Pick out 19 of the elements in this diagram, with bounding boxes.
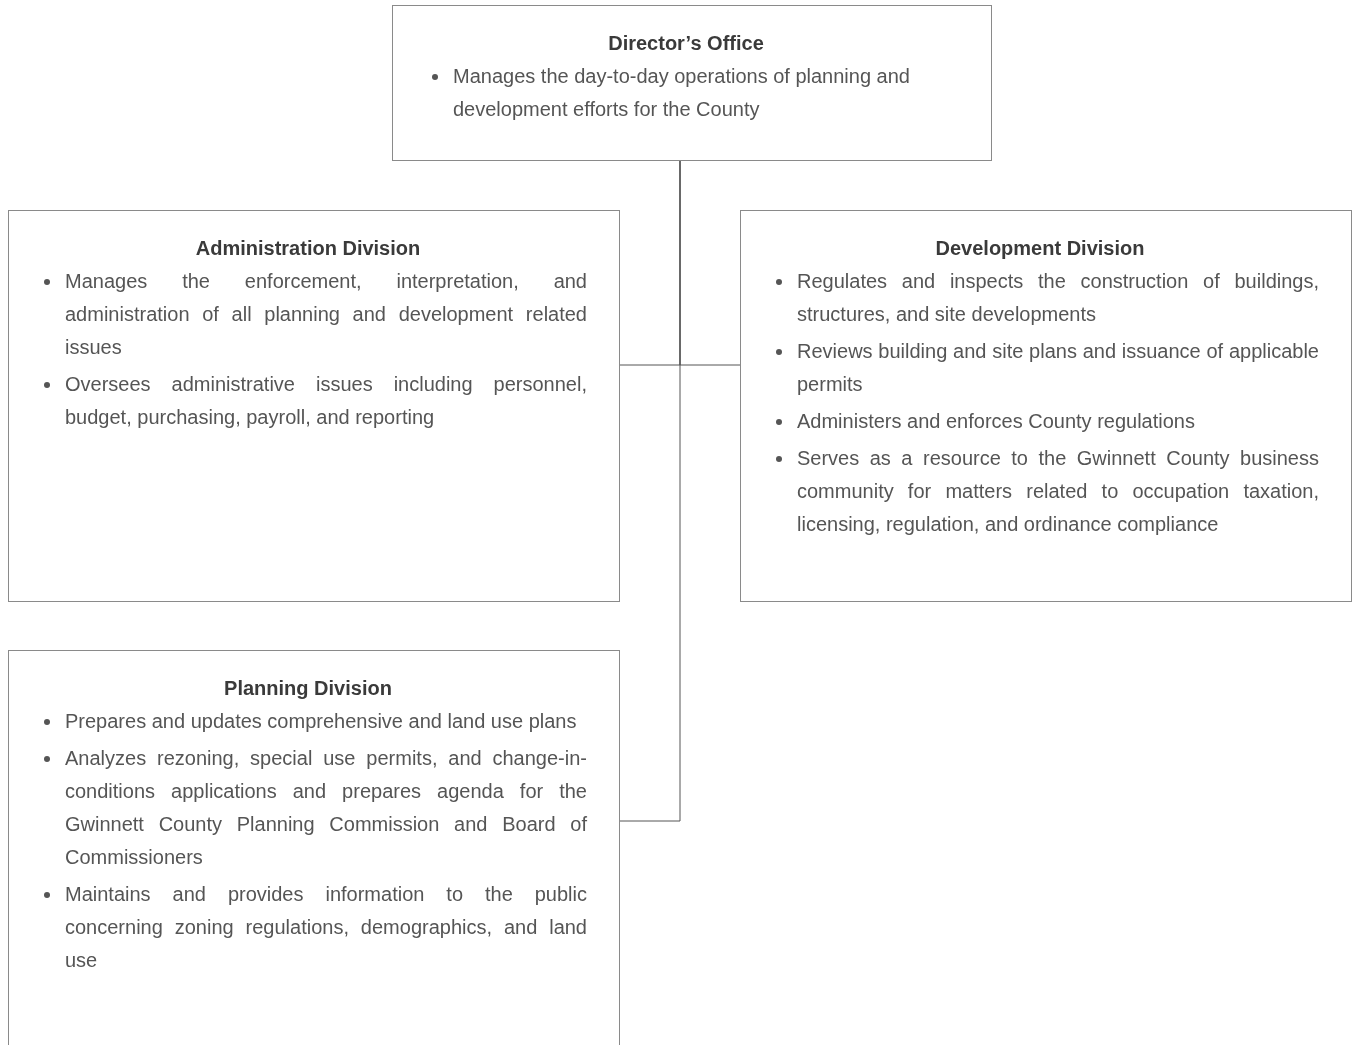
division-box xyxy=(740,210,1352,602)
division-box xyxy=(8,650,620,1045)
box-heading: Director’s Office xyxy=(607,31,765,56)
bullet-text: Manages the day-to-day operations of planning and development efforts for the County xyxy=(453,64,911,122)
box-heading: Administration Division xyxy=(194,236,422,261)
connector-line xyxy=(619,160,681,822)
box-heading: Development Division xyxy=(934,236,1146,261)
bullet-text: Maintains and provides information to the public concerning zoning regulations, demographics, and land use xyxy=(65,882,587,973)
bullet-text: Analyzes rezoning, special use permits, and change-in-conditions applications and prepares agenda for the Gwinnett County Planning Commission and Board of Commissioners xyxy=(65,746,587,870)
bullet-text: Serves as a resource to the Gwinnett County business community for matters related to occupation taxation, licensing, regulation, and ordinance compliance xyxy=(797,446,1319,537)
bullet-text: Oversees administrative issues including personnel, budget, purchasing, payroll, and reporting xyxy=(65,372,587,430)
bullet-text: Regulates and inspects the construction of buildings, structures, and site developments xyxy=(797,269,1319,327)
bullet-text: Administers and enforces County regulations xyxy=(797,409,1195,434)
division-box xyxy=(8,210,620,602)
bullet-text: Manages the enforcement, interpretation, and administration of all planning and development related issues xyxy=(65,269,587,360)
division-box xyxy=(392,5,992,161)
bullet-text: Prepares and updates comprehensive and land use plans xyxy=(65,709,577,734)
box-heading: Planning Division xyxy=(223,676,393,701)
bullet-text: Reviews building and site plans and issuance of applicable permits xyxy=(797,339,1319,397)
